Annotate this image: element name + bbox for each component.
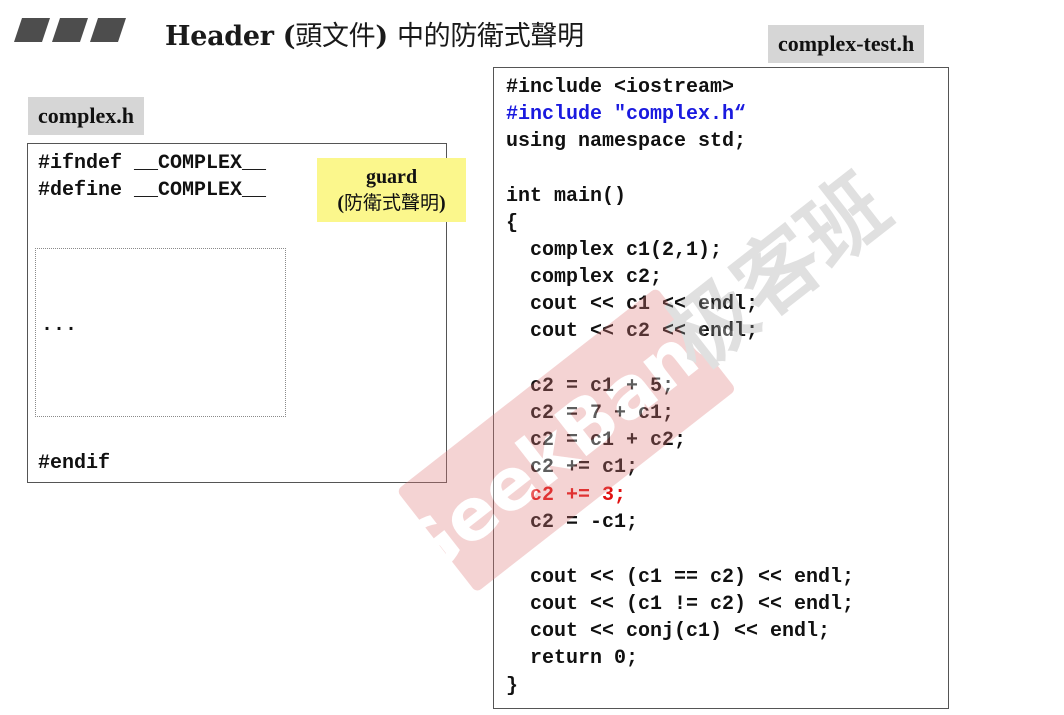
- code-line-include-highlight: #include "complex.h“: [506, 103, 747, 126]
- code-line: cout << (c1 == c2) << endl;: [506, 566, 855, 589]
- complex-test-h-code-box: [493, 67, 949, 709]
- code-line: c2 = -c1;: [506, 511, 639, 534]
- guard-note-title: guard: [365, 166, 418, 188]
- code-line-highlight-red: c2 += 3;: [506, 484, 627, 507]
- code-line: cout << c1 << endl;: [506, 293, 759, 316]
- title-slash-decoration: [14, 18, 126, 42]
- code-line: int main(): [506, 185, 627, 208]
- guard-note-subtitle: (防衛式聲明): [317, 190, 466, 216]
- code-line: }: [506, 675, 519, 698]
- code-line: using namespace std;: [506, 130, 747, 153]
- code-line-ifndef: #ifndef __COMPLEX__: [38, 152, 267, 175]
- guard-paren-open: (: [337, 192, 344, 214]
- code-line: c2 += c1;: [506, 456, 639, 479]
- code-line-define: #define __COMPLEX__: [38, 179, 267, 202]
- code-ellipsis: ...: [41, 314, 78, 337]
- complex-test-h-file-label: complex-test.h: [768, 25, 925, 63]
- code-line: #include <iostream>: [506, 76, 735, 99]
- title-text-cjk-1: 頭文件: [295, 21, 376, 52]
- code-line: {: [506, 212, 519, 235]
- guard-note-cjk: 防衛式聲明: [343, 192, 439, 214]
- title-text-latin: Header (: [165, 21, 296, 52]
- code-line: complex c2;: [506, 266, 663, 289]
- guard-note: guard (防衛式聲明): [317, 158, 466, 222]
- code-line: return 0;: [506, 647, 639, 670]
- complex-h-file-label: complex.h: [28, 97, 144, 135]
- code-line: cout << conj(c1) << endl;: [506, 620, 831, 643]
- code-line: c2 = 7 + c1;: [506, 402, 675, 425]
- title-text-cjk-2: 中的防衛式聲明: [396, 21, 584, 52]
- code-body-placeholder: [35, 248, 286, 417]
- code-line-endif: #endif: [38, 452, 111, 475]
- code-line: c2 = c1 + 5;: [506, 375, 675, 398]
- title-text-latin-2: ): [375, 21, 397, 52]
- code-line: c2 = c1 + c2;: [506, 429, 687, 452]
- page-title: Header (頭文件) 中的防衛式聲明: [165, 14, 584, 53]
- code-line: cout << (c1 != c2) << endl;: [506, 593, 855, 616]
- guard-paren-close: ): [439, 192, 446, 214]
- code-line: cout << c2 << endl;: [506, 320, 759, 343]
- code-line: complex c1(2,1);: [506, 239, 723, 262]
